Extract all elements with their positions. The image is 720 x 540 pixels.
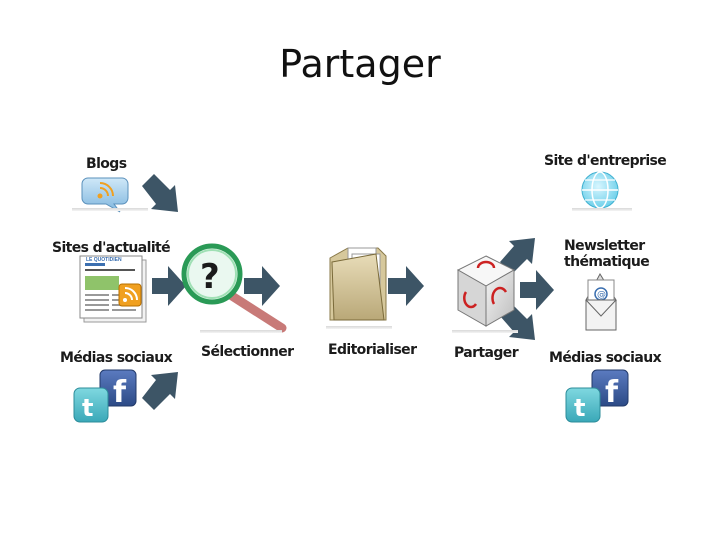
svg-text:f: f	[113, 375, 127, 410]
facebook-twitter-icon-right: f t	[565, 369, 629, 423]
shelf-share	[452, 330, 518, 333]
slide-title: Partager	[279, 42, 441, 86]
folder-documents-icon	[329, 247, 387, 321]
label-share: Partager	[454, 345, 519, 361]
label-social-left: Médias sociaux	[60, 350, 173, 366]
label-corporate-site: Site d'entreprise	[544, 153, 667, 169]
magnifier-question-icon: ?	[181, 243, 287, 333]
arrow-editorialise-to-share	[388, 266, 424, 306]
label-news-sites: Sites d'actualité	[52, 240, 171, 256]
facebook-twitter-icon-left: f t	[73, 369, 137, 423]
svg-text:t: t	[82, 394, 93, 422]
arrow-news-to-select	[152, 266, 186, 306]
arrow-blogs	[142, 174, 178, 212]
arrow-social-left	[142, 372, 178, 410]
label-social-right: Médias sociaux	[549, 350, 662, 366]
label-newsletter: Newsletter thématique	[564, 238, 650, 270]
globe-icon	[581, 171, 619, 209]
shelf-editorialise	[326, 326, 392, 329]
newspaper-rss-icon	[79, 255, 147, 323]
shelf-corporate	[572, 208, 632, 211]
arrow-share-up	[500, 238, 535, 274]
arrow-select-to-editorialise	[244, 266, 280, 306]
label-blogs: Blogs	[86, 156, 127, 172]
label-select: Sélectionner	[201, 344, 294, 360]
rss-speech-bubble-icon	[81, 177, 129, 213]
svg-text:t: t	[574, 394, 585, 422]
newspaper-masthead: LE QUOTIDIEN	[86, 257, 122, 263]
svg-text:f: f	[605, 375, 619, 410]
shelf-blogs	[72, 208, 148, 211]
svg-text:?: ?	[200, 257, 220, 297]
label-editorialise: Editorialiser	[328, 342, 417, 358]
svg-text:@: @	[597, 290, 606, 300]
envelope-at-icon: @	[585, 272, 617, 331]
share-cube-icon	[456, 255, 516, 327]
shelf-select	[200, 330, 282, 333]
arrow-share-right	[520, 270, 554, 310]
